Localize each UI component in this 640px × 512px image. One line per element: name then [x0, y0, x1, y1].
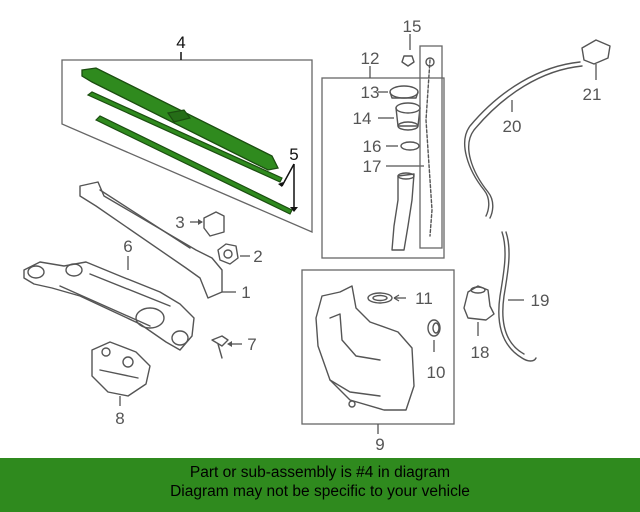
- washer-strainer[interactable]: [395, 102, 421, 131]
- washer-motor[interactable]: [463, 285, 495, 321]
- callout-16[interactable]: 16: [363, 137, 382, 156]
- callout-8[interactable]: 8: [115, 409, 124, 428]
- callout-1[interactable]: 1: [241, 283, 250, 302]
- callout-21[interactable]: 21: [583, 85, 602, 104]
- callout-3[interactable]: 3: [175, 213, 184, 232]
- wiper-arm[interactable]: [79, 181, 223, 299]
- filler-neck[interactable]: [391, 172, 415, 251]
- wiper-linkage[interactable]: [23, 261, 195, 351]
- pump-grommet[interactable]: [427, 319, 441, 337]
- callout-11[interactable]: 11: [415, 289, 433, 308]
- arm-cap[interactable]: [203, 211, 225, 237]
- blade-rubber-strip-lower: [94, 115, 293, 215]
- callout-4[interactable]: 4: [176, 33, 185, 52]
- callout-15[interactable]: 15: [403, 17, 422, 36]
- footer-line-1: Part or sub-assembly is #4 in diagram: [189, 464, 451, 481]
- callout-20[interactable]: 20: [503, 117, 522, 136]
- level-gauge-chain[interactable]: [419, 45, 443, 249]
- washer-pump-group-box: [321, 77, 445, 259]
- reservoir-cap[interactable]: [389, 85, 419, 99]
- callout-7[interactable]: 7: [247, 335, 256, 354]
- washer-seal[interactable]: [400, 141, 420, 151]
- blade-rubber-strip-upper: [86, 91, 283, 183]
- arm-nut[interactable]: [217, 243, 239, 265]
- hose-joint[interactable]: [581, 39, 611, 65]
- callout-10[interactable]: 10: [427, 363, 446, 382]
- callout-13[interactable]: 13: [361, 83, 380, 102]
- callout-14[interactable]: 14: [353, 109, 372, 128]
- wiper-motor[interactable]: [91, 341, 151, 397]
- callout-12[interactable]: 12: [361, 49, 380, 68]
- footer-line-2: Diagram may not be specific to your vehi…: [170, 483, 470, 500]
- pump-bolt[interactable]: [401, 55, 415, 67]
- callout-19[interactable]: 19: [531, 291, 550, 310]
- callout-18[interactable]: 18: [471, 343, 490, 362]
- washer-hose-upper[interactable]: [464, 61, 583, 219]
- reservoir-seal[interactable]: [367, 292, 393, 304]
- callout-17[interactable]: 17: [363, 157, 382, 176]
- callout-5[interactable]: 5: [289, 145, 298, 164]
- washer-hose-lower[interactable]: [498, 231, 537, 362]
- blade-group-box: [61, 59, 313, 233]
- mounting-bolt[interactable]: [211, 335, 229, 359]
- callout-2[interactable]: 2: [253, 247, 262, 266]
- callout-6[interactable]: 6: [123, 237, 132, 256]
- blade-connector: [166, 109, 192, 123]
- washer-reservoir[interactable]: [315, 285, 415, 411]
- diagram-footer-banner: Part or sub-assembly is #4 in diagram Di…: [0, 458, 640, 512]
- callout-9[interactable]: 9: [375, 435, 384, 454]
- wiper-blade-assembly[interactable]: [61, 59, 313, 233]
